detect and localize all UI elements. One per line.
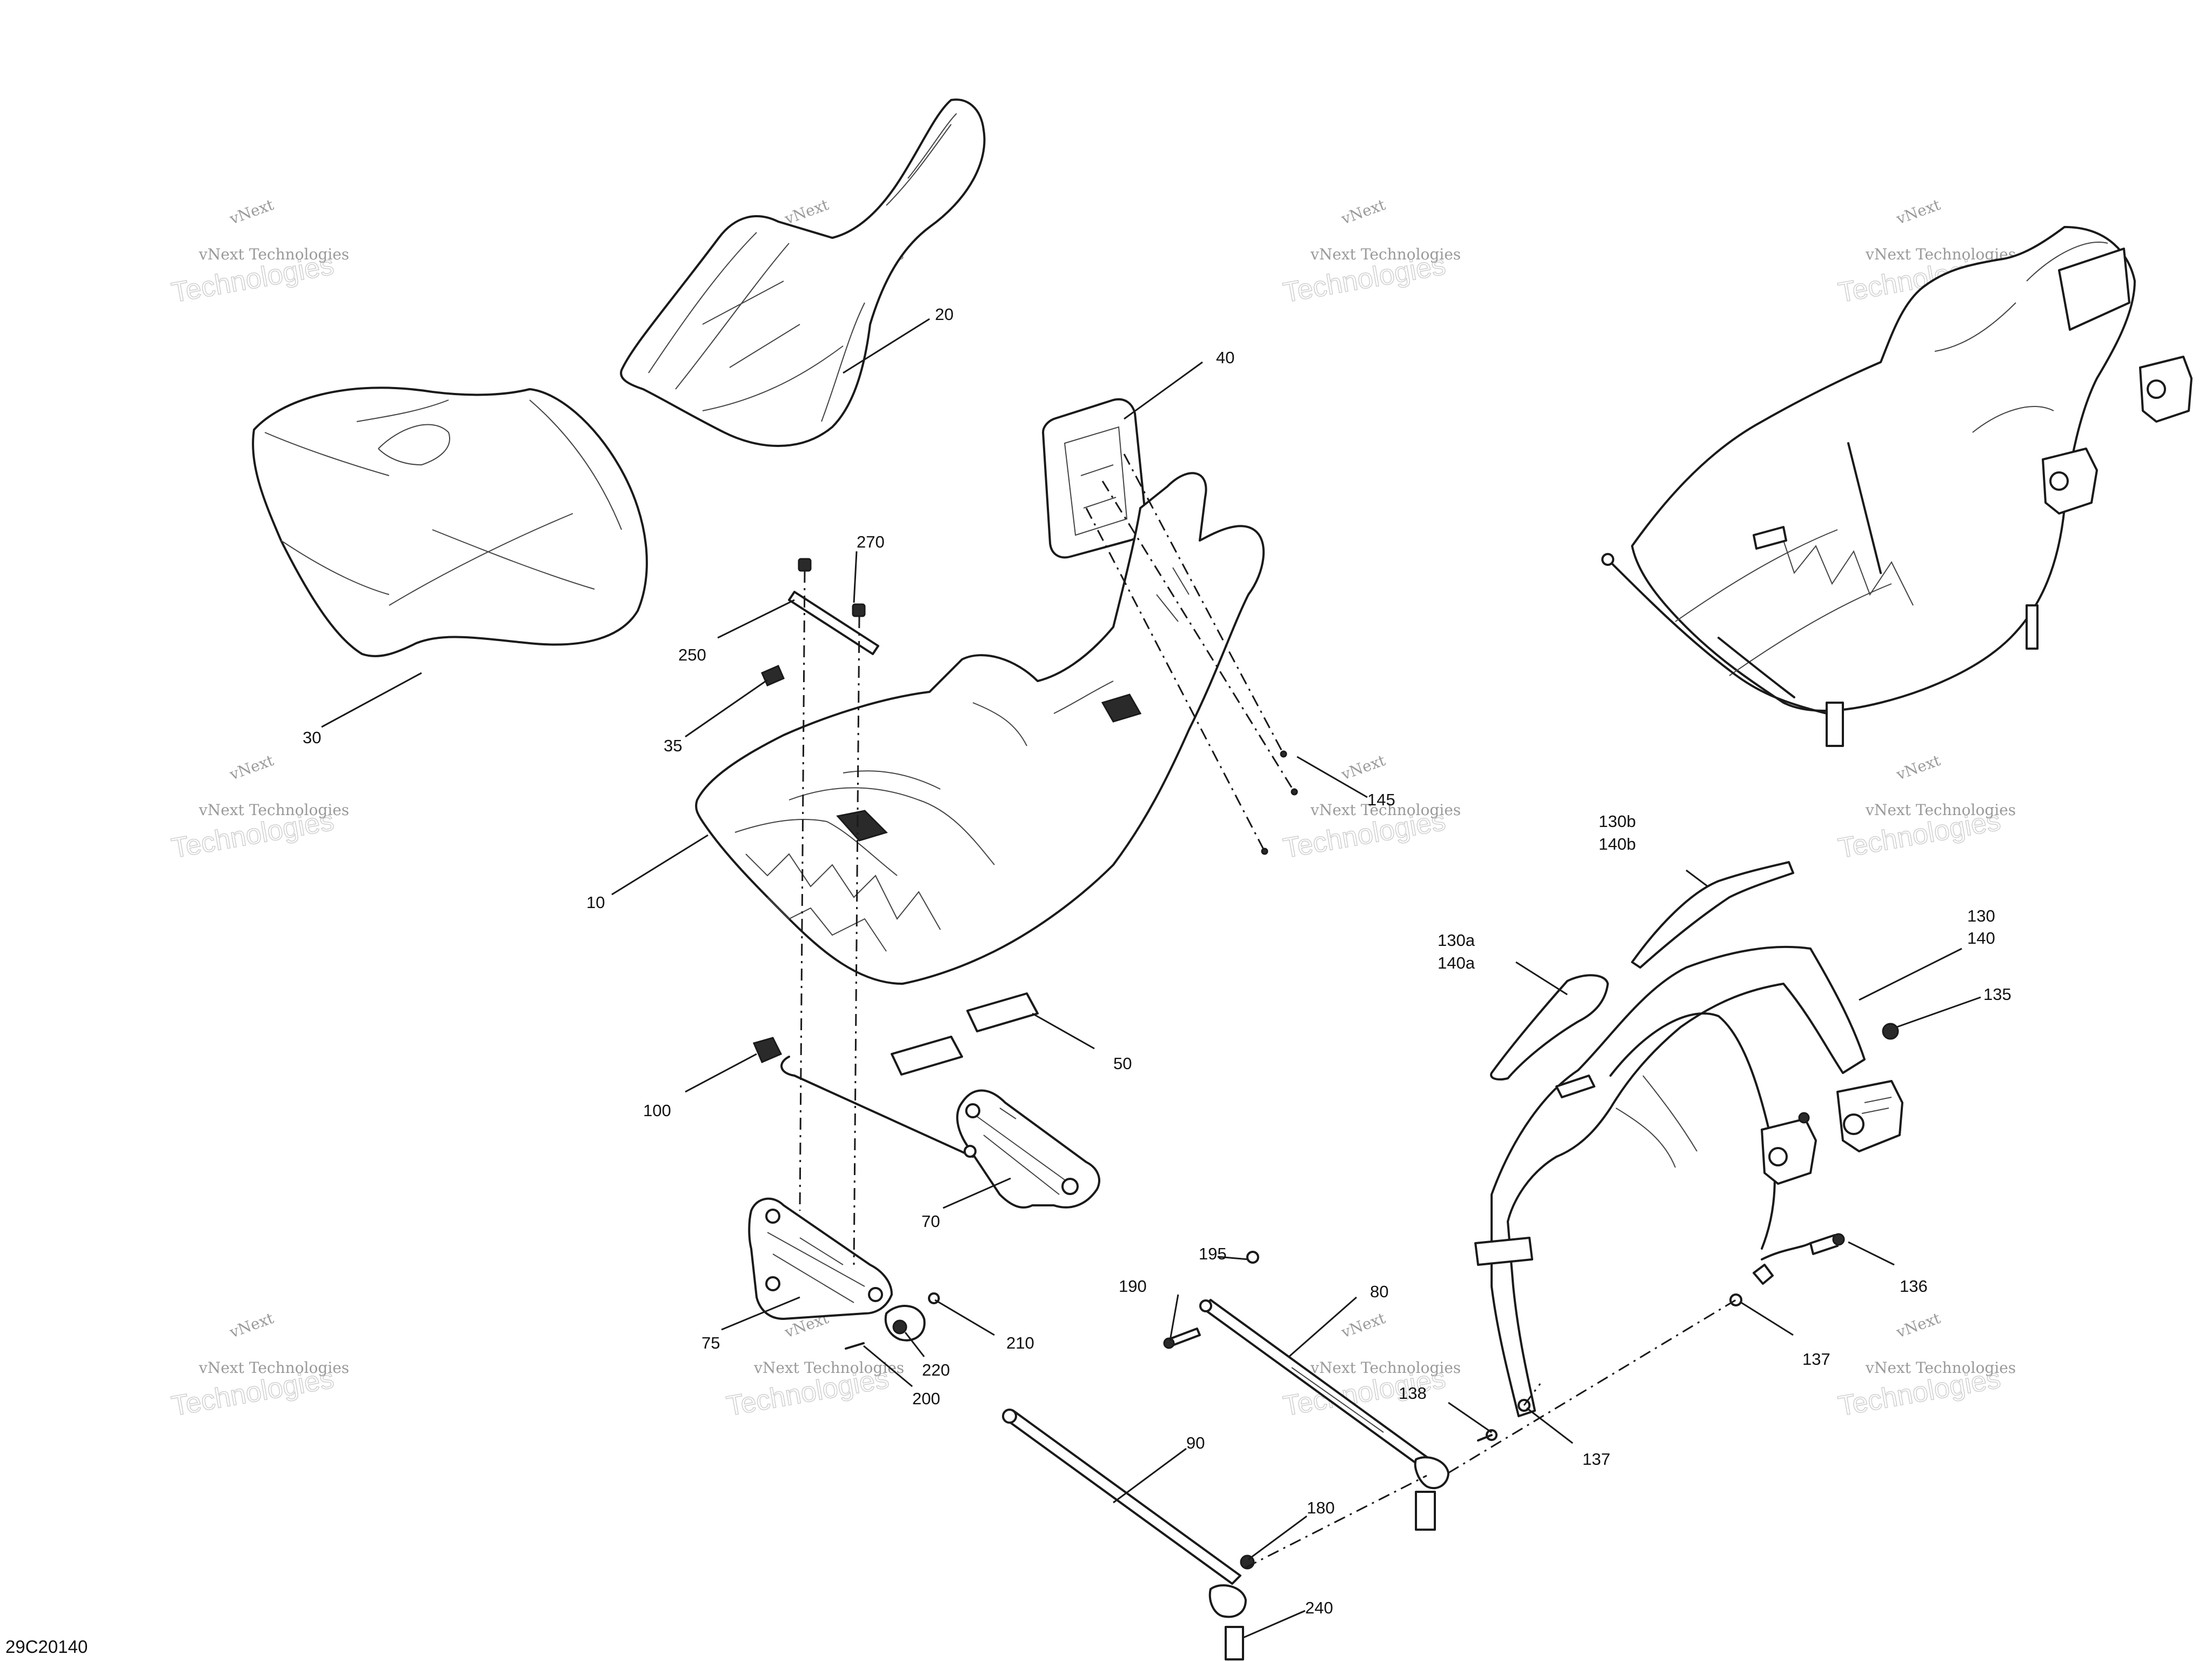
svg-text:vNext: vNext (1339, 751, 1388, 784)
svg-text:vNext: vNext (1894, 1309, 1943, 1342)
belt-pad-left-part (1490, 974, 1609, 1080)
callout-145: 145 (1367, 790, 1395, 809)
watermark: Technologies vNext Technologies vNext (169, 1309, 349, 1423)
slide-rail-upper-part (956, 1089, 1100, 1209)
seat-shell-frame-part (695, 472, 1265, 985)
assembled-seat-view (1601, 226, 2193, 747)
callout-35: 35 (664, 736, 682, 755)
alignment-lines (799, 453, 1736, 1569)
belt-pad-right-part (1631, 861, 1794, 969)
screw-part-145 (1261, 750, 1298, 855)
callout-20: 20 (935, 305, 953, 324)
svg-text:vNext: vNext (1894, 196, 1943, 228)
callout-80: 80 (1370, 1282, 1388, 1301)
callout-210: 210 (1006, 1333, 1034, 1352)
callout-130b: 130b (1599, 812, 1636, 831)
svg-text:vNext Technologies: vNext Technologies (198, 245, 349, 263)
callout-130: 130 (1967, 906, 1995, 925)
watermark: Technologies vNext Technologies vNext (724, 1309, 904, 1423)
callout-leaders (321, 318, 1981, 1639)
callout-137-upper: 137 (1802, 1350, 1830, 1369)
callout-135: 135 (1983, 985, 2011, 1004)
watermark: Technologies vNext Technologies vNext (169, 751, 349, 865)
label-sticker-part (891, 992, 1039, 1076)
svg-text:vNext Technologies: vNext Technologies (1865, 801, 2016, 819)
seat-belt-assembly-part (1474, 945, 1866, 1417)
svg-text:vNext: vNext (227, 751, 277, 784)
headrest-pad-part (1042, 398, 1147, 559)
svg-text:vNext Technologies: vNext Technologies (198, 801, 349, 819)
callout-30: 30 (303, 728, 321, 747)
retractor-part (1761, 1023, 1903, 1185)
upper-cross-tube-part (1163, 1251, 1449, 1531)
lower-cross-tube-part (1002, 1409, 1255, 1660)
svg-text:vNext Technologies: vNext Technologies (1310, 245, 1461, 263)
callout-130a: 130a (1438, 931, 1475, 950)
callout-138: 138 (1399, 1384, 1427, 1403)
callout-200: 200 (912, 1389, 940, 1408)
callout-190: 190 (1119, 1277, 1147, 1296)
seat-bottom-cushion-part (252, 386, 648, 657)
release-handle-part (752, 1037, 974, 1158)
callout-140b: 140b (1599, 835, 1636, 853)
svg-text:vNext: vNext (782, 196, 832, 228)
seat-back-cushion-part (620, 98, 986, 447)
watermark: Technologies vNext Technologies vNext (1280, 196, 1461, 309)
strap-plate-part (788, 591, 879, 655)
callout-195: 195 (1199, 1244, 1227, 1263)
callout-75: 75 (701, 1333, 720, 1352)
svg-text:vNext: vNext (1339, 1309, 1388, 1342)
callout-136: 136 (1900, 1277, 1928, 1296)
svg-text:vNext: vNext (1339, 196, 1388, 228)
svg-text:vNext Technologies: vNext Technologies (1310, 801, 1461, 819)
svg-text:vNext Technologies: vNext Technologies (753, 1359, 904, 1377)
callout-137-lower: 137 (1582, 1450, 1610, 1469)
callout-70: 70 (921, 1212, 940, 1231)
callout-10: 10 (586, 893, 605, 912)
svg-text:vNext Technologies: vNext Technologies (198, 1359, 349, 1377)
callout-220: 220 (922, 1360, 950, 1379)
callout-180: 180 (1307, 1498, 1335, 1517)
watermark: Technologies vNext Technologies vNext (169, 196, 349, 309)
callout-140: 140 (1967, 929, 1995, 948)
callout-50: 50 (1113, 1054, 1132, 1073)
callout-240: 240 (1305, 1598, 1333, 1617)
callout-labels: 20 30 40 270 250 35 10 145 130b 140b 130… (303, 305, 2011, 1617)
callout-270: 270 (857, 532, 885, 551)
svg-text:vNext Technologies: vNext Technologies (1310, 1359, 1461, 1377)
svg-text:vNext: vNext (1894, 751, 1943, 784)
callout-250: 250 (678, 645, 706, 664)
watermark: Technologies vNext Technologies vNext (1280, 1309, 1461, 1423)
callout-140a: 140a (1438, 953, 1475, 972)
svg-text:vNext: vNext (227, 196, 277, 228)
callout-40: 40 (1216, 348, 1234, 367)
slide-rail-lower-part (748, 1197, 893, 1320)
svg-text:vNext: vNext (227, 1309, 277, 1342)
callout-90: 90 (1186, 1433, 1205, 1452)
svg-text:vNext Technologies: vNext Technologies (1865, 1359, 2016, 1377)
watermark: Technologies vNext Technologies vNext (1835, 1309, 2016, 1423)
small-clip-part (761, 665, 785, 686)
diagram-reference-code: 29C20140 (5, 1637, 88, 1657)
callout-100: 100 (643, 1101, 671, 1120)
watermark: Technologies vNext Technologies vNext (1835, 751, 2016, 865)
